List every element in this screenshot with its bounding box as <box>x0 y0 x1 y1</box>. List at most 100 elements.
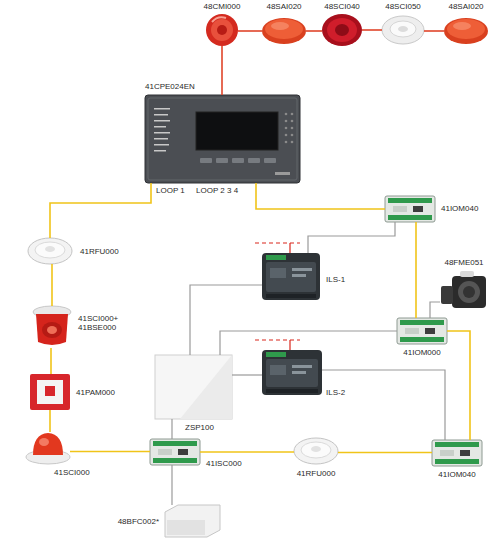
beam-detector-icon <box>165 505 220 537</box>
unit-front <box>266 359 318 387</box>
white-sounder-icon <box>382 16 424 44</box>
sounder-center <box>398 26 408 32</box>
wire <box>238 30 262 32</box>
sounder-body <box>382 16 424 44</box>
bell-highlight <box>212 17 226 22</box>
terminal-strip <box>400 337 444 342</box>
part-number: 41CPE024EN <box>145 82 195 91</box>
led <box>285 113 288 116</box>
wire <box>221 46 223 95</box>
led <box>291 113 294 116</box>
wire <box>171 465 172 505</box>
led <box>291 141 294 144</box>
device-side <box>441 286 453 304</box>
terminal-strip <box>400 320 444 325</box>
part-number: ILS-2 <box>326 388 345 397</box>
part-label: ILS-1 <box>326 275 345 284</box>
beacon-body <box>322 14 362 46</box>
wire <box>338 452 432 454</box>
part-number: 41ISC000 <box>206 459 242 468</box>
part-number: 41IOM000 <box>403 348 440 357</box>
chip <box>393 206 407 212</box>
led <box>285 127 288 130</box>
wire <box>171 419 172 439</box>
led <box>291 127 294 130</box>
part-number: 48FME051 <box>444 258 483 267</box>
detector-chamber <box>301 442 331 458</box>
module-board <box>385 196 435 222</box>
status-line <box>154 150 166 152</box>
part-number: 48BFC002* <box>118 517 159 526</box>
part-number: 48SAI020 <box>266 2 301 11</box>
psu-shade <box>180 355 232 419</box>
beam-housing <box>165 505 220 537</box>
call-point-body <box>30 374 70 410</box>
unit-marking <box>292 268 312 271</box>
wire <box>220 331 397 355</box>
part-number: 41RFU000 <box>80 247 119 256</box>
wire <box>50 348 52 374</box>
status-line <box>154 108 170 110</box>
part-label: 48FME051 <box>444 258 483 267</box>
terminal-strip <box>266 255 286 260</box>
loop-label: LOOP 1 <box>156 186 185 195</box>
loop-label: LOOP 2 3 4 <box>196 186 238 195</box>
detector-center <box>45 246 55 252</box>
key <box>232 158 244 163</box>
wire <box>190 285 262 355</box>
part-label: 41ISC000 <box>206 459 242 468</box>
part-number: ZSP100 <box>185 423 214 432</box>
sounder-center <box>47 326 57 334</box>
part-label: 41RFU000 <box>80 247 119 256</box>
unit-marking <box>292 365 312 368</box>
part-number: 41RFU000 <box>297 469 336 478</box>
status-line <box>154 126 166 128</box>
panel-keys <box>200 158 276 163</box>
device-node: ZSP100 <box>155 355 232 419</box>
device-cap <box>460 271 474 277</box>
device-center <box>463 286 475 298</box>
led <box>291 134 294 137</box>
module-icon <box>432 440 482 466</box>
device-node: 48SCI040 <box>322 14 362 46</box>
sounder-icon <box>444 18 488 44</box>
terminal-strip <box>266 352 286 357</box>
device-node: 41SCI000+ 41BSE000 <box>32 306 72 348</box>
wire <box>362 29 382 31</box>
bell-center <box>217 25 227 35</box>
detector-icon <box>28 238 72 264</box>
part-label: 41IOM000 <box>403 348 440 357</box>
part-number: 48SCI050 <box>385 2 421 11</box>
panel-status-list <box>154 108 170 152</box>
wire <box>49 410 51 432</box>
beacon-icon <box>322 14 362 46</box>
terminal-strip <box>435 459 479 464</box>
wire <box>200 451 294 453</box>
loop-name: LOOP 2 3 4 <box>196 186 238 195</box>
part-number: 41SCI000+ 41BSE000 <box>78 314 118 332</box>
device-node: 41ISC000 <box>150 439 200 465</box>
wire <box>256 183 385 209</box>
chip <box>405 328 419 334</box>
bell-icon <box>206 14 238 46</box>
sounder-face <box>42 322 62 338</box>
part-label: 41RFU000 <box>297 469 336 478</box>
wire <box>447 331 470 440</box>
wire <box>50 183 151 238</box>
wire <box>322 370 445 440</box>
wire <box>306 30 322 32</box>
terminal-strip <box>388 198 432 203</box>
device-node: 48SCI050 <box>382 16 424 44</box>
status-line <box>154 144 169 146</box>
beacon-center <box>335 24 349 36</box>
sounder-icon <box>26 433 70 464</box>
bell-body <box>206 14 238 46</box>
detector-body <box>294 438 338 464</box>
panel-bezel <box>148 98 297 180</box>
chip <box>178 449 188 455</box>
sounder-face <box>447 19 485 39</box>
device-node: ILS-2 <box>262 350 322 395</box>
beam-front <box>167 520 205 535</box>
terminal-strip <box>153 441 197 446</box>
device-node: 41IOM040 <box>432 440 482 466</box>
